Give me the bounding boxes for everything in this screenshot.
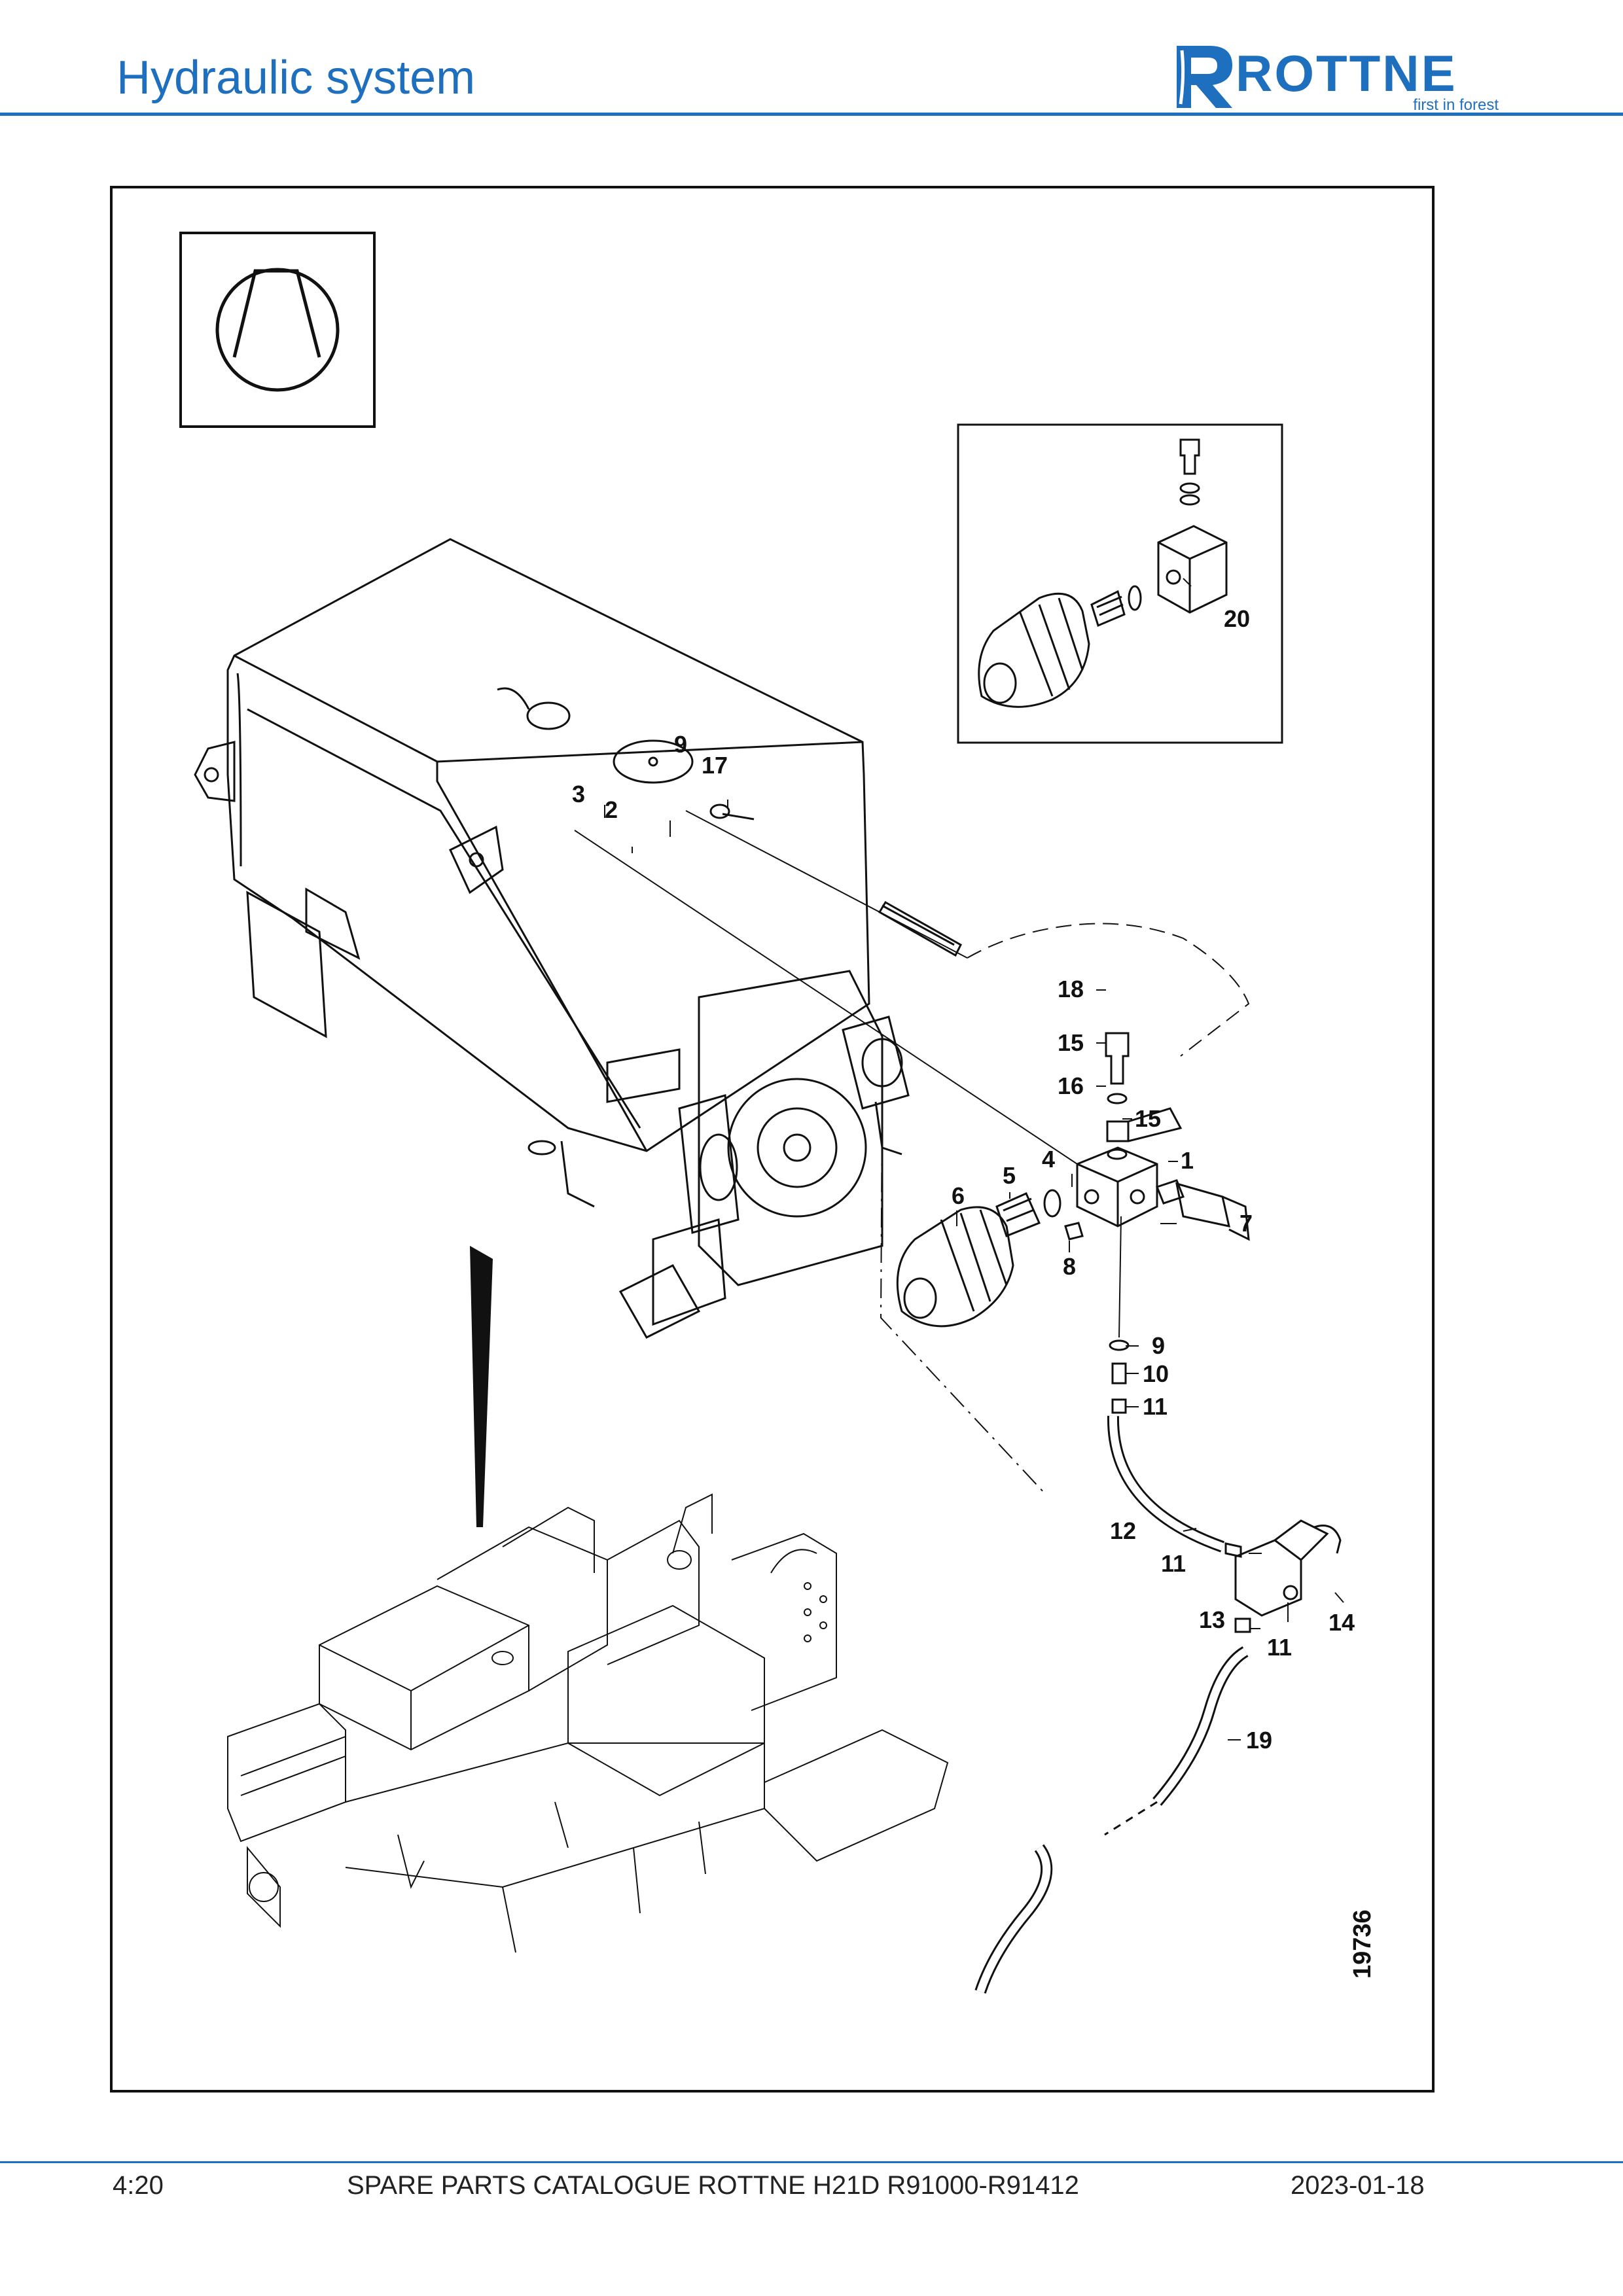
- figure-number: 19736: [1349, 1909, 1376, 1979]
- callout-11c: 11: [1267, 1634, 1292, 1661]
- hose-assembly: [974, 1339, 1342, 1994]
- callout-3: 3: [572, 781, 585, 807]
- callout-16: 16: [1058, 1072, 1084, 1099]
- callout-12: 12: [1110, 1517, 1136, 1544]
- hydraulic-pump-symbol-icon: [179, 232, 376, 428]
- drawing-frame: [110, 186, 1435, 2093]
- callout-11a: 11: [1143, 1393, 1168, 1420]
- location-arrow: [470, 1246, 493, 1527]
- callout-10: 10: [1143, 1360, 1169, 1387]
- callout-4: 4: [1042, 1146, 1055, 1173]
- callout-7: 7: [1240, 1210, 1253, 1237]
- callout-18: 17: [702, 752, 728, 779]
- callout-6: 6: [952, 1182, 965, 1209]
- callout-17: 18: [1058, 976, 1084, 1002]
- callout-2: 2: [605, 796, 618, 823]
- callout-15a: 15: [1058, 1029, 1084, 1056]
- callout-13: 13: [1199, 1606, 1225, 1633]
- callout-labels: 18 15 16 15 1 7 4 5 6 8 9 10 11 12 11 13…: [572, 605, 1355, 1754]
- valve-block-assembly: [896, 1032, 1250, 1328]
- callout-5: 5: [1003, 1162, 1016, 1189]
- hydraulic-tank: [194, 538, 910, 1339]
- callout-8: 8: [1063, 1253, 1076, 1280]
- callout-20: 20: [1224, 605, 1250, 632]
- detail-inset: [957, 423, 1283, 744]
- rottne-logo: ROTTNE first in forest: [1170, 36, 1510, 115]
- rottne-logo-icon: [1177, 46, 1232, 108]
- callout-11b: 11: [1161, 1550, 1186, 1577]
- callout-19: 19: [1246, 1727, 1272, 1754]
- page-number: 4:20: [113, 2171, 164, 2200]
- logo-wordmark: ROTTNE: [1236, 44, 1457, 102]
- machine-overview: [227, 1493, 949, 1953]
- callout-9a: 9: [674, 731, 687, 758]
- exploded-parts-drawing: 18 15 16 15 1 7 4 5 6 8 9 10 11 12 11 13…: [110, 186, 1435, 2093]
- catalogue-title: SPARE PARTS CATALOGUE ROTTNE H21D R91000…: [347, 2171, 1079, 2200]
- page-title: Hydraulic system: [116, 52, 476, 104]
- logo-tagline: first in forest: [1413, 96, 1499, 114]
- publication-date: 2023-01-18: [1291, 2171, 1425, 2200]
- callout-14: 14: [1329, 1609, 1355, 1636]
- callout-9b: 9: [1152, 1332, 1165, 1359]
- footer-rule: [0, 2161, 1623, 2163]
- callout-15b: 15: [1135, 1105, 1161, 1132]
- callout-1: 1: [1181, 1147, 1194, 1174]
- header-rule: [0, 113, 1623, 116]
